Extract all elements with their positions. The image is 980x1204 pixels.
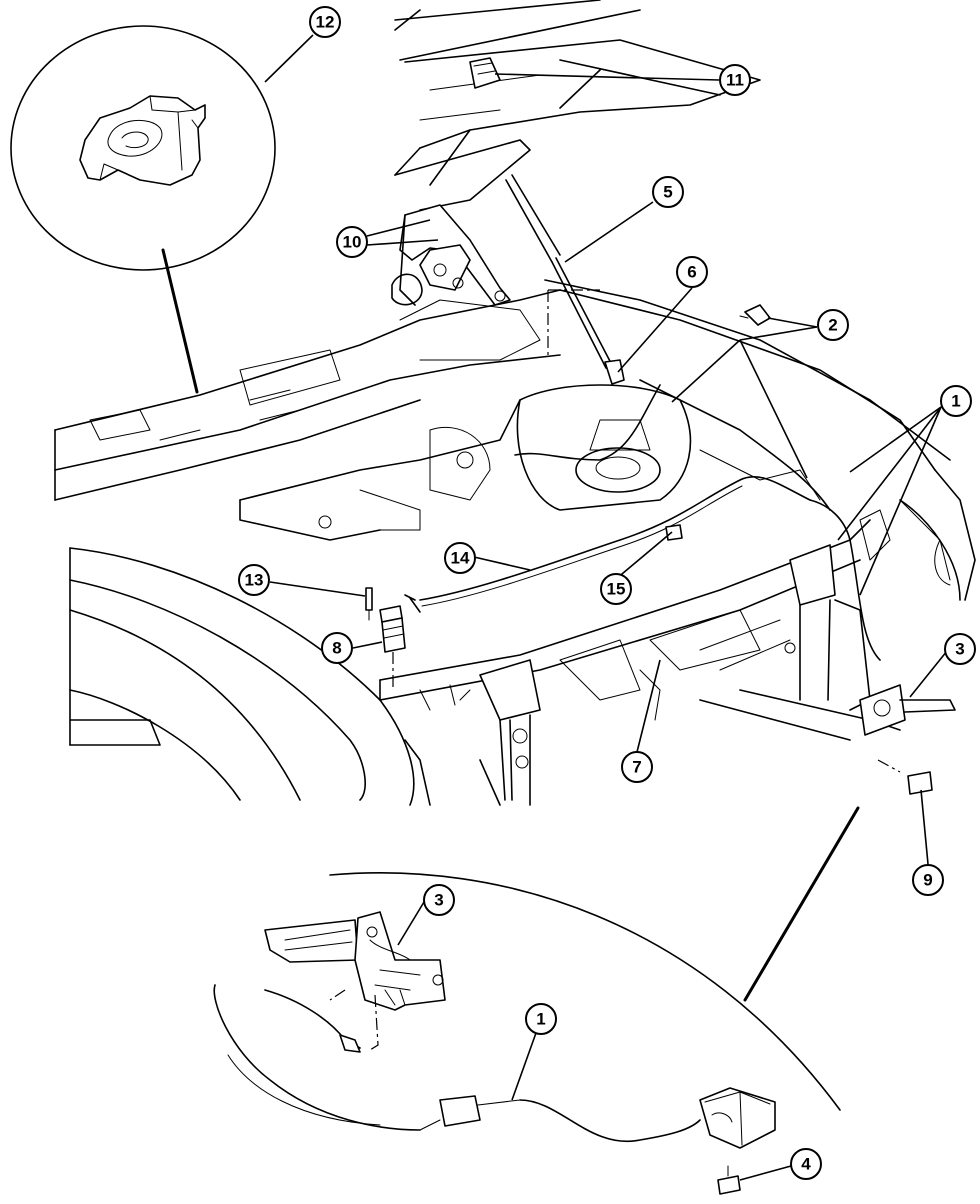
hood-bumper-part (79, 95, 206, 186)
callout-12: 12 (309, 6, 341, 38)
callout-10: 10 (336, 226, 368, 258)
detail-view-circle (10, 25, 276, 394)
callout-2: 2 (817, 309, 849, 341)
callout-label: 6 (687, 263, 696, 282)
callout-1-upper: 1 (940, 385, 972, 417)
callout-8: 8 (321, 632, 353, 664)
callout-label: 1 (536, 1010, 545, 1029)
callout-label: 13 (245, 571, 264, 590)
callout-3-upper: 3 (944, 633, 976, 665)
callout-3-lower: 3 (423, 884, 455, 916)
callout-label: 3 (955, 640, 964, 659)
callout-label: 3 (434, 891, 443, 910)
callout-6: 6 (676, 256, 708, 288)
clip-15-part (665, 524, 683, 541)
callout-label: 10 (343, 233, 362, 252)
latch-assembly-small (859, 684, 956, 736)
callout-label: 5 (663, 183, 672, 202)
callout-9: 9 (912, 864, 944, 896)
callout-label: 7 (632, 758, 641, 777)
callout-label: 15 (607, 580, 626, 599)
hood-panel (394, 0, 761, 211)
callout-1-lower: 1 (525, 1003, 557, 1035)
callout-7: 7 (621, 751, 653, 783)
lower-detail-view (213, 806, 860, 1195)
callout-14: 14 (444, 542, 476, 574)
screw-13-part (365, 587, 373, 621)
callout-11: 11 (719, 64, 751, 96)
callout-label: 11 (726, 71, 744, 90)
push-pin-4-part (717, 1165, 741, 1195)
callouts: 12 11 5 10 6 2 1 14 15 13 8 7 3 9 3 1 4 (238, 6, 976, 1180)
callout-4: 4 (790, 1148, 822, 1180)
callout-label: 2 (828, 316, 837, 335)
callout-label: 12 (316, 13, 335, 32)
radiator-support (379, 499, 951, 806)
leader-lines (264, 34, 948, 1181)
bolt-9-part (877, 759, 933, 795)
callout-5: 5 (652, 176, 684, 208)
callout-label: 1 (951, 392, 960, 411)
callout-label: 14 (451, 549, 470, 568)
callout-label: 4 (801, 1155, 811, 1174)
hood-bumper-8-part (379, 605, 406, 690)
callout-label: 9 (923, 871, 932, 890)
hood-prop-rod (505, 174, 625, 385)
callout-13: 13 (238, 564, 270, 596)
engine-compartment (54, 279, 976, 806)
callout-15: 15 (600, 573, 632, 605)
release-handle-part (699, 1087, 776, 1149)
hood-latch-part (264, 911, 446, 1011)
hood-hinge (391, 204, 511, 306)
cable-clip-part (739, 304, 771, 326)
hood-release-cable-upper (404, 379, 881, 661)
callout-label: 8 (332, 639, 341, 658)
